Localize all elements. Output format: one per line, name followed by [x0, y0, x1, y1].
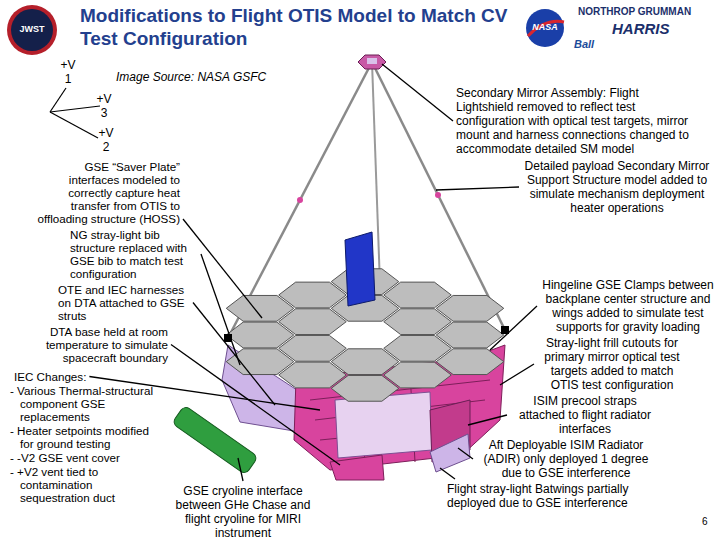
leader-line — [183, 219, 262, 318]
callout-note: Stray-light frill cutouts for primary mi… — [537, 336, 687, 392]
isim-enclosure — [335, 392, 432, 458]
leader-line — [171, 345, 340, 466]
slide-title: Modifications to Flight OTIS Model to Ma… — [80, 4, 525, 50]
leader-line — [382, 64, 453, 121]
aft-optics — [345, 232, 375, 306]
source-note: Image Source: NASA GSFC — [116, 70, 266, 84]
dta-tower — [330, 455, 384, 480]
secondary-mirror — [358, 55, 386, 69]
list-heading: IEC Changes: — [14, 370, 86, 383]
secondary-mirror-mount — [367, 58, 377, 64]
callout-note: ISIM precool straps attached to flight r… — [510, 394, 660, 436]
page-number: 6 — [702, 516, 708, 528]
callout-note: DTA base held at room temperature to sim… — [28, 325, 168, 364]
leader-line — [468, 415, 507, 425]
leader-line — [238, 458, 243, 481]
strut-fitting — [435, 192, 441, 198]
list-item: - Heater setpoints modified for ground t… — [10, 424, 160, 450]
axis-label: +V 2 — [94, 126, 118, 154]
leader-line — [201, 254, 240, 365]
strut-fitting — [297, 197, 303, 203]
mirror-segment — [226, 322, 294, 348]
callout-note: Detailed payload Secondary Mirror Suppor… — [522, 159, 712, 215]
axis-line — [50, 88, 66, 112]
logo-disc — [11, 9, 53, 51]
axis-label: +V 1 — [56, 58, 80, 86]
list-item: - +V2 vent tied to contamination sequest… — [10, 465, 160, 504]
callout-note: Secondary Mirror Assembly: Flight Lights… — [456, 86, 696, 156]
leader-line — [436, 187, 519, 190]
nasa-logo — [526, 9, 564, 47]
callout-note: NG stray-light bib structure replaced wi… — [70, 228, 198, 280]
axis-label: +V 3 — [92, 92, 116, 120]
logo-text: NORTHROP GRUMMAN — [578, 6, 691, 18]
mirror-segment — [436, 322, 504, 348]
logo-ring — [7, 5, 57, 55]
logo-text: HARRIS — [612, 20, 670, 37]
cryoline-cylinder — [172, 405, 258, 475]
callout-note: GSE cryoline interface between GHe Chase… — [168, 484, 318, 540]
leader-line — [440, 468, 455, 479]
leader-line — [490, 306, 537, 350]
callout-note: GSE “Saver Plate” interfaces modeled to … — [35, 160, 180, 225]
axis-line — [50, 106, 100, 112]
axis-line — [50, 112, 98, 138]
nasa-swoosh — [528, 21, 564, 36]
logo-text: JWST — [19, 24, 44, 34]
callout-note: OTE and IEC harnesses on DTA attached to… — [58, 283, 190, 322]
leader-line — [458, 448, 473, 459]
leader-line — [500, 364, 534, 385]
callout-note: Hingeline GSE Clamps between backplane c… — [540, 278, 716, 334]
mirror-segment — [384, 362, 452, 388]
mirror-segment — [226, 295, 294, 321]
logo-text: NASA — [532, 22, 558, 32]
logo-text: Ball — [574, 38, 594, 51]
callout-note: Flight stray-light Batwings partially de… — [447, 482, 632, 510]
list-item: - -V2 GSE vent cover — [10, 451, 120, 464]
callout-note: Aft Deployable ISIM Radiator (ADIR) only… — [476, 438, 656, 480]
list-item: - Various Thermal-structural component G… — [10, 384, 160, 423]
